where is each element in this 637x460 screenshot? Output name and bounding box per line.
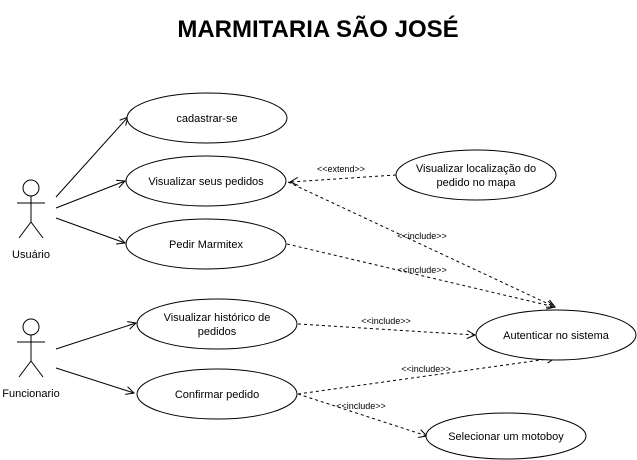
assoc-funcionario-confirmar-pedido xyxy=(55,367,134,393)
include-visualizar-line xyxy=(287,181,555,307)
actor-funcionario-left-leg xyxy=(18,360,32,378)
use-case-visualizar-historico-label-line2: pedidos xyxy=(198,326,237,338)
include-confirmar-motoboy-label: <<include>> xyxy=(336,401,386,411)
diagram-title: MARMITARIA SÃO JOSÉ xyxy=(177,15,458,43)
actor-funcionario-right-leg xyxy=(30,360,44,378)
use-case-pedir-marmitex[interactable]: Pedir Marmitex xyxy=(125,218,287,270)
use-case-pedir-marmitex-label: Pedir Marmitex xyxy=(169,239,243,251)
use-case-autenticar-label: Autenticar no sistema xyxy=(503,330,610,342)
assoc-usuario-pedir-marmitex xyxy=(55,217,125,243)
actor-funcionario-head xyxy=(22,318,40,336)
assoc-usuario-visualizar-pedidos xyxy=(55,181,125,209)
actor-usuario-head xyxy=(22,179,40,197)
actor-usuario-label: Usuário xyxy=(12,249,50,261)
use-case-selecionar-motoboy[interactable]: Selecionar um motoboy xyxy=(425,412,587,460)
use-case-visualizar-pedidos[interactable]: Visualizar seus pedidos xyxy=(125,155,287,207)
assoc-usuario-cadastrar xyxy=(55,117,128,198)
actor-usuario-right-leg xyxy=(30,221,44,239)
extend-localizacao-line xyxy=(290,174,397,182)
actor-usuario: Usuário xyxy=(12,179,50,261)
use-case-cadastrar[interactable]: cadastrar-se xyxy=(126,92,288,144)
use-case-confirmar-pedido[interactable]: Confirmar pedido xyxy=(136,368,298,420)
actor-funcionario: Funcionario xyxy=(2,318,60,400)
extend-localizacao-label: <<extend>> xyxy=(317,164,365,174)
use-case-visualizar-localizacao-label-line1: Visualizar localização do xyxy=(416,163,536,175)
use-case-autenticar[interactable]: Autenticar no sistema xyxy=(475,309,637,361)
use-case-cadastrar-label: cadastrar-se xyxy=(176,113,237,125)
include-pedir-label: <<include>> xyxy=(397,265,447,275)
use-case-visualizar-historico-label-line1: Visualizar histórico de xyxy=(164,312,271,324)
use-case-visualizar-historico[interactable]: Visualizar histórico de pedidos xyxy=(136,298,298,350)
actor-usuario-left-leg xyxy=(18,221,32,239)
include-pedir-line xyxy=(286,243,555,307)
actor-funcionario-label: Funcionario xyxy=(2,388,59,400)
use-case-selecionar-motoboy-label: Selecionar um motoboy xyxy=(448,431,564,443)
use-case-visualizar-localizacao-label-line2: pedido no mapa xyxy=(437,177,517,189)
include-confirmar-motoboy-line xyxy=(297,393,427,436)
use-case-visualizar-pedidos-label: Visualizar seus pedidos xyxy=(148,176,264,188)
use-case-confirmar-pedido-label: Confirmar pedido xyxy=(175,389,259,401)
include-visualizar-label: <<include>> xyxy=(397,231,447,241)
include-confirmar-autenticar-label: <<include>> xyxy=(401,364,451,374)
use-case-visualizar-localizacao[interactable]: Visualizar localização do pedido no mapa xyxy=(395,149,557,201)
include-historico-label: <<include>> xyxy=(361,316,411,326)
assoc-funcionario-visualizar-historico xyxy=(55,323,136,350)
include-confirmar-autenticar-line xyxy=(297,358,555,395)
